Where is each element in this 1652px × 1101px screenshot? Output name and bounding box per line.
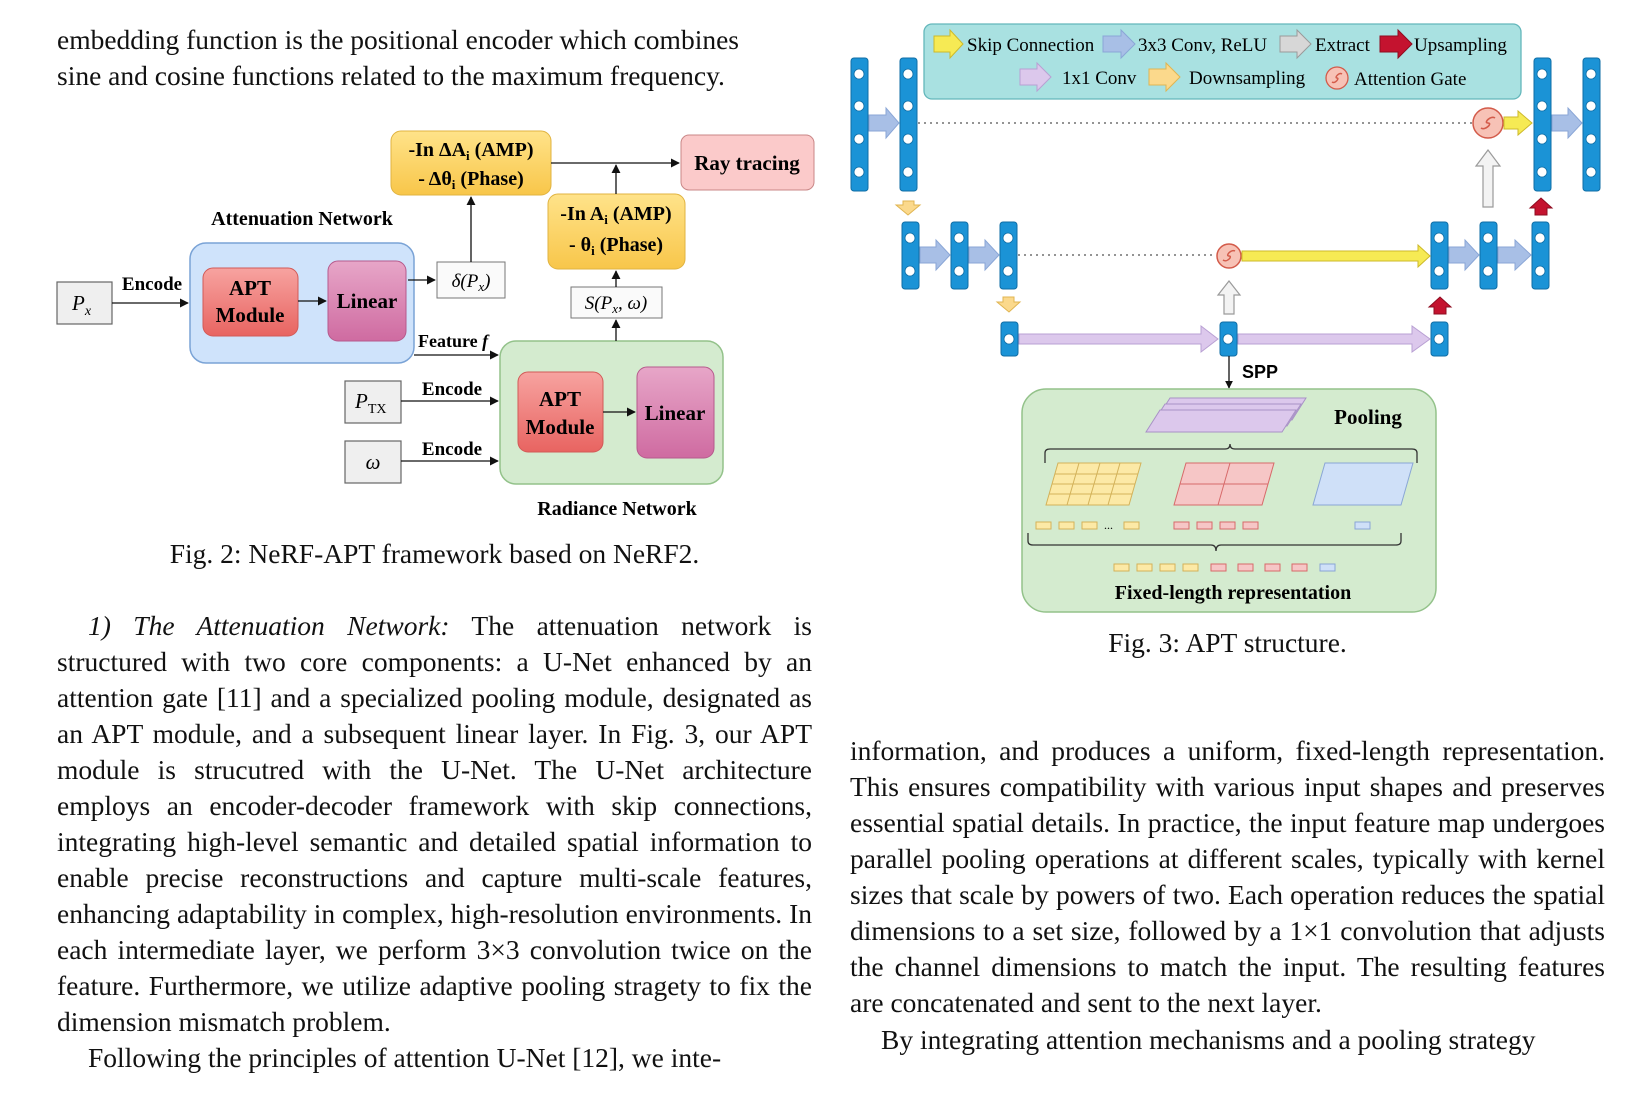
input-feature-stack xyxy=(1145,397,1307,433)
feature-bar-holes xyxy=(853,68,1597,345)
linear-box-1 xyxy=(327,260,407,342)
fixed-length-vector xyxy=(1113,563,1336,572)
pooled-vector-red xyxy=(1173,521,1259,530)
body-paragraph: information, and produces a uniform, fix… xyxy=(850,735,1605,1018)
apt-module-box-1 xyxy=(202,267,299,337)
encode-label-1: Encode xyxy=(122,274,182,295)
delta-box xyxy=(436,261,506,299)
legend-skip: Skip Connection xyxy=(933,28,1095,60)
attention-gate-mid xyxy=(1216,243,1431,269)
ptx-input-box xyxy=(344,380,402,424)
omega-input-box xyxy=(344,440,402,484)
attenuation-network-section: 1) The Attenuation Network: The attenuat… xyxy=(57,608,812,1076)
s-function-label: S(Px, ω) xyxy=(585,293,647,316)
pooled-vector-blue xyxy=(1354,521,1371,530)
legend-extract: Extract xyxy=(1279,28,1371,60)
left-top-text: embedding function is the positional enc… xyxy=(57,22,812,94)
figure-3-caption: Fig. 3: APT structure. xyxy=(1108,627,1347,658)
amp-label: -In Ai (AMP) xyxy=(560,203,671,227)
ray-tracing-label: Ray tracing xyxy=(694,151,800,175)
legend-1x1: 1x1 Conv xyxy=(1019,61,1137,93)
legend-conv: 3x3 Conv, ReLU xyxy=(1102,28,1267,60)
pool-grid-1x1 xyxy=(1312,462,1414,506)
svg-text:Extract: Extract xyxy=(1315,35,1371,56)
feature-f-label: Feature f xyxy=(418,331,490,351)
linear-box-2 xyxy=(636,366,715,459)
fixed-length-label: Fixed-length representation xyxy=(1115,582,1351,604)
apt-label: APT xyxy=(539,387,581,411)
brace-bottom xyxy=(1027,533,1402,552)
attention-gate-top xyxy=(1472,107,1533,139)
delta-phase-label: - Δθi (Phase) xyxy=(418,168,524,192)
apt-label: APT xyxy=(229,276,271,300)
legend-down: Downsampling xyxy=(1148,61,1306,93)
text-line: By integrating attention mechanisms and … xyxy=(881,1024,1536,1055)
extract-arrow-mid xyxy=(1216,280,1242,315)
conv1x1-arrow-1 xyxy=(1018,324,1219,354)
module-label: Module xyxy=(216,303,285,327)
ray-tracing-box xyxy=(680,134,815,191)
ellipsis: ... xyxy=(1104,518,1113,532)
figure-2-diagram: Attenuation Network APT Module Linear Px… xyxy=(56,130,815,520)
phase-label: - θi (Phase) xyxy=(569,234,663,258)
svg-text:Attention Gate: Attention Gate xyxy=(1354,69,1466,90)
module-label: Module xyxy=(526,415,595,439)
pooling-label: Pooling xyxy=(1334,405,1402,429)
legend-box xyxy=(923,23,1522,100)
px-label: Px xyxy=(71,291,92,319)
right-column-text: information, and produces a uniform, fix… xyxy=(850,733,1605,1058)
omega-label: ω xyxy=(366,450,381,474)
radiance-network-label: Radiance Network xyxy=(537,498,697,520)
encode-label-3: Encode xyxy=(422,439,482,460)
delta-label: δ(Px) xyxy=(452,271,491,294)
svg-text:Downsampling: Downsampling xyxy=(1189,68,1306,89)
ptx-label: PTX xyxy=(354,389,387,417)
attenuation-network-label: Attenuation Network xyxy=(211,208,394,230)
section-paragraph: 1) The Attenuation Network: The attenuat… xyxy=(57,610,812,1037)
svg-text:Upsampling: Upsampling xyxy=(1414,35,1507,56)
pool-grid-4x4 xyxy=(1045,462,1142,506)
spp-label: SPP xyxy=(1242,362,1278,382)
pool-grid-2x2 xyxy=(1173,462,1275,506)
encode-label-2: Encode xyxy=(422,379,482,400)
up-arrow-2 xyxy=(1427,296,1453,315)
linear-label: Linear xyxy=(337,289,398,313)
section-heading: 1) The Attenuation Network: xyxy=(88,610,450,641)
figure-2-caption: Fig. 2: NeRF-APT framework based on NeRF… xyxy=(169,538,700,569)
delta-amp-label: -In ΔAi (AMP) xyxy=(408,139,533,163)
conv-arrows xyxy=(868,106,1583,272)
linear-label: Linear xyxy=(645,401,706,425)
text-line: Following the principles of attention U-… xyxy=(88,1042,722,1073)
pooled-vector-yellow xyxy=(1035,521,1140,530)
conv1x1-arrow-2 xyxy=(1237,325,1431,353)
legend-attention: Attention Gate xyxy=(1325,66,1466,90)
extract-arrow-top xyxy=(1474,149,1502,208)
brace-top xyxy=(1044,443,1418,463)
down-arrow-1 xyxy=(894,200,922,216)
figure-3-diagram: Skip Connection 3x3 Conv, ReLU Extract U… xyxy=(850,23,1601,613)
up-arrow-1 xyxy=(1528,197,1554,216)
svg-text:3x3 Conv, ReLU: 3x3 Conv, ReLU xyxy=(1138,35,1267,56)
down-arrow-2 xyxy=(995,296,1022,313)
svg-text:Skip Connection: Skip Connection xyxy=(967,35,1095,56)
svg-text:1x1 Conv: 1x1 Conv xyxy=(1062,68,1137,89)
text-line: sine and cosine functions related to the… xyxy=(57,60,725,91)
text-line: embedding function is the positional enc… xyxy=(57,24,739,55)
legend-up: Upsampling xyxy=(1379,28,1507,60)
